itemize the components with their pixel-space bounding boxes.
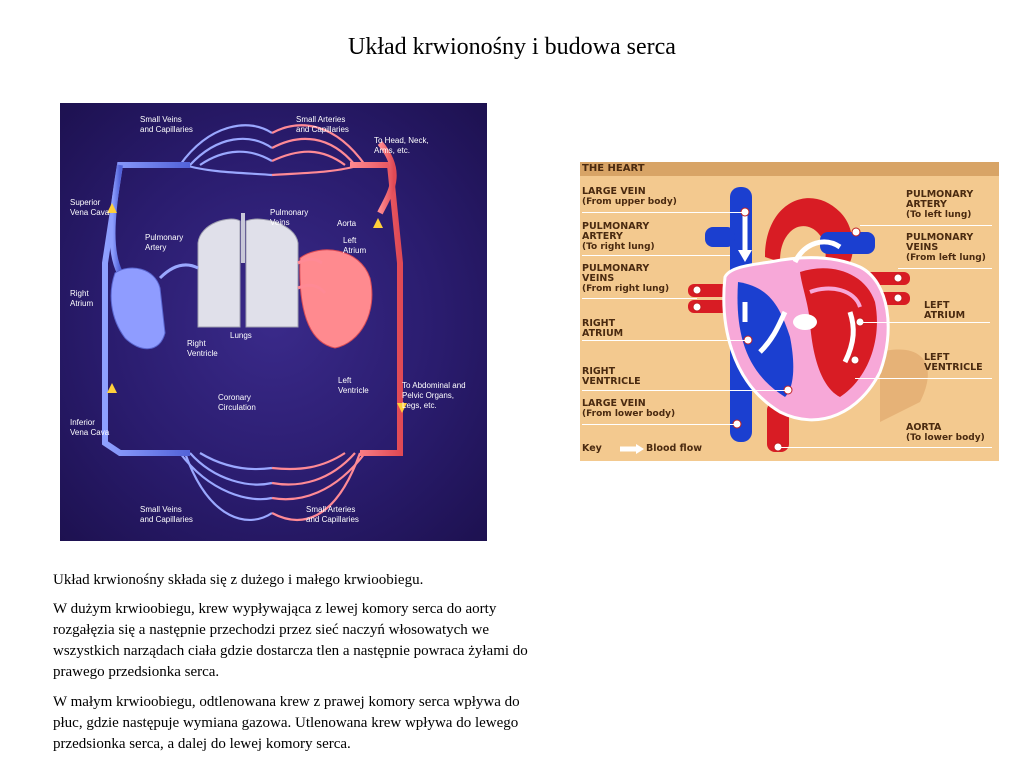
heart-title: THE HEART: [580, 162, 999, 176]
left-heart-shape: [299, 249, 373, 349]
arteries: [350, 141, 403, 456]
head-neck-arms-label: To Head, Neck, Arms, etc.: [374, 136, 429, 155]
large-vein-upper-label: LARGE VEIN(From upper body): [582, 186, 677, 208]
left-atrium-label: LEFT ATRIUM: [924, 300, 966, 321]
heart-drawing: [620, 187, 928, 454]
aorta-label: AORTA(To lower body): [906, 422, 985, 444]
left-atrium-label: Left Atrium: [343, 236, 367, 255]
coronary-circulation-label: Coronary Circulation: [218, 393, 256, 412]
superior-vena-cava-label: Superior Vena Cava: [70, 198, 110, 217]
leader-line: [860, 225, 992, 226]
pulmonary-veins-right-label: PULMONARY VEINS(From right lung): [582, 263, 670, 295]
leader-line: [582, 298, 697, 299]
paragraph-1: Układ krwionośny składa się z dużego i m…: [53, 572, 424, 588]
leader-line: [582, 255, 730, 256]
lungs-shape: [197, 213, 299, 328]
heart-flow-arrows: [620, 212, 856, 452]
abdominal-label: To Abdominal and Pelvic Organs, Legs, et…: [402, 381, 466, 410]
upper-capillary-bed: [179, 124, 366, 177]
left-ventricle-label: Left Ventricle: [338, 376, 369, 395]
slide-title: Układ krwionośny i budowa serca: [348, 34, 676, 60]
pulmonary-veins-label: Pulmonary Veins: [270, 208, 309, 227]
right-ventricle-label: RIGHT VENTRICLE: [582, 366, 641, 387]
circulation-diagram: Small Veins and Capillaries Small Arteri…: [60, 103, 487, 541]
blood-flow-label: Blood flow: [646, 443, 703, 454]
circulation-drawing: [102, 124, 407, 521]
pulmonary-veins-left-label: PULMONARY VEINS(From left lung): [906, 232, 986, 264]
leader-line: [582, 390, 788, 391]
right-heart-shape: [110, 267, 166, 350]
large-vein-lower-label: LARGE VEIN(From lower body): [582, 398, 676, 420]
inferior-vena-cava-label: Inferior Vena Cava: [70, 418, 110, 437]
leader-line: [898, 268, 992, 269]
left-ventricle-label: LEFT VENTRICLE: [924, 352, 983, 373]
paragraph-3: W małym krwioobiegu, odtlenowana krew z …: [53, 694, 520, 752]
pulmonary-artery-right-label: PULMONARY ARTERY(To right lung): [582, 221, 655, 253]
leader-line: [582, 212, 745, 213]
right-atrium-label: RIGHT ATRIUM: [582, 318, 624, 339]
veins: [102, 162, 190, 456]
key-label: Key: [582, 443, 602, 454]
paragraph-2: W dużym krwioobiegu, krew wypływająca z …: [53, 601, 528, 680]
leader-line: [582, 424, 737, 425]
right-atrium-label: Right Atrium: [70, 289, 94, 308]
small-arteries-bottom-label: Small Arteries and Capillaries: [306, 505, 359, 524]
heart-diagram: THE HEART: [580, 162, 999, 461]
small-veins-top-label: Small Veins and Capillaries: [140, 115, 193, 134]
small-veins-bottom-label: Small Veins and Capillaries: [140, 505, 193, 524]
small-arteries-top-label: Small Arteries and Capillaries: [296, 115, 349, 134]
lungs-label: Lungs: [230, 331, 252, 340]
leader-line: [778, 447, 992, 448]
leader-line: [855, 378, 992, 379]
pulmonary-artery-label: Pulmonary Artery: [145, 233, 184, 252]
aorta-label: Aorta: [337, 219, 357, 228]
pulmonary-artery-left-label: PULMONARY ARTERY(To left lung): [906, 189, 974, 221]
leader-line: [582, 340, 748, 341]
right-ventricle-label: Right Ventricle: [187, 339, 218, 358]
leader-line: [860, 322, 990, 323]
lower-capillary-bed: [179, 452, 366, 521]
flow-arrows: [107, 203, 407, 413]
